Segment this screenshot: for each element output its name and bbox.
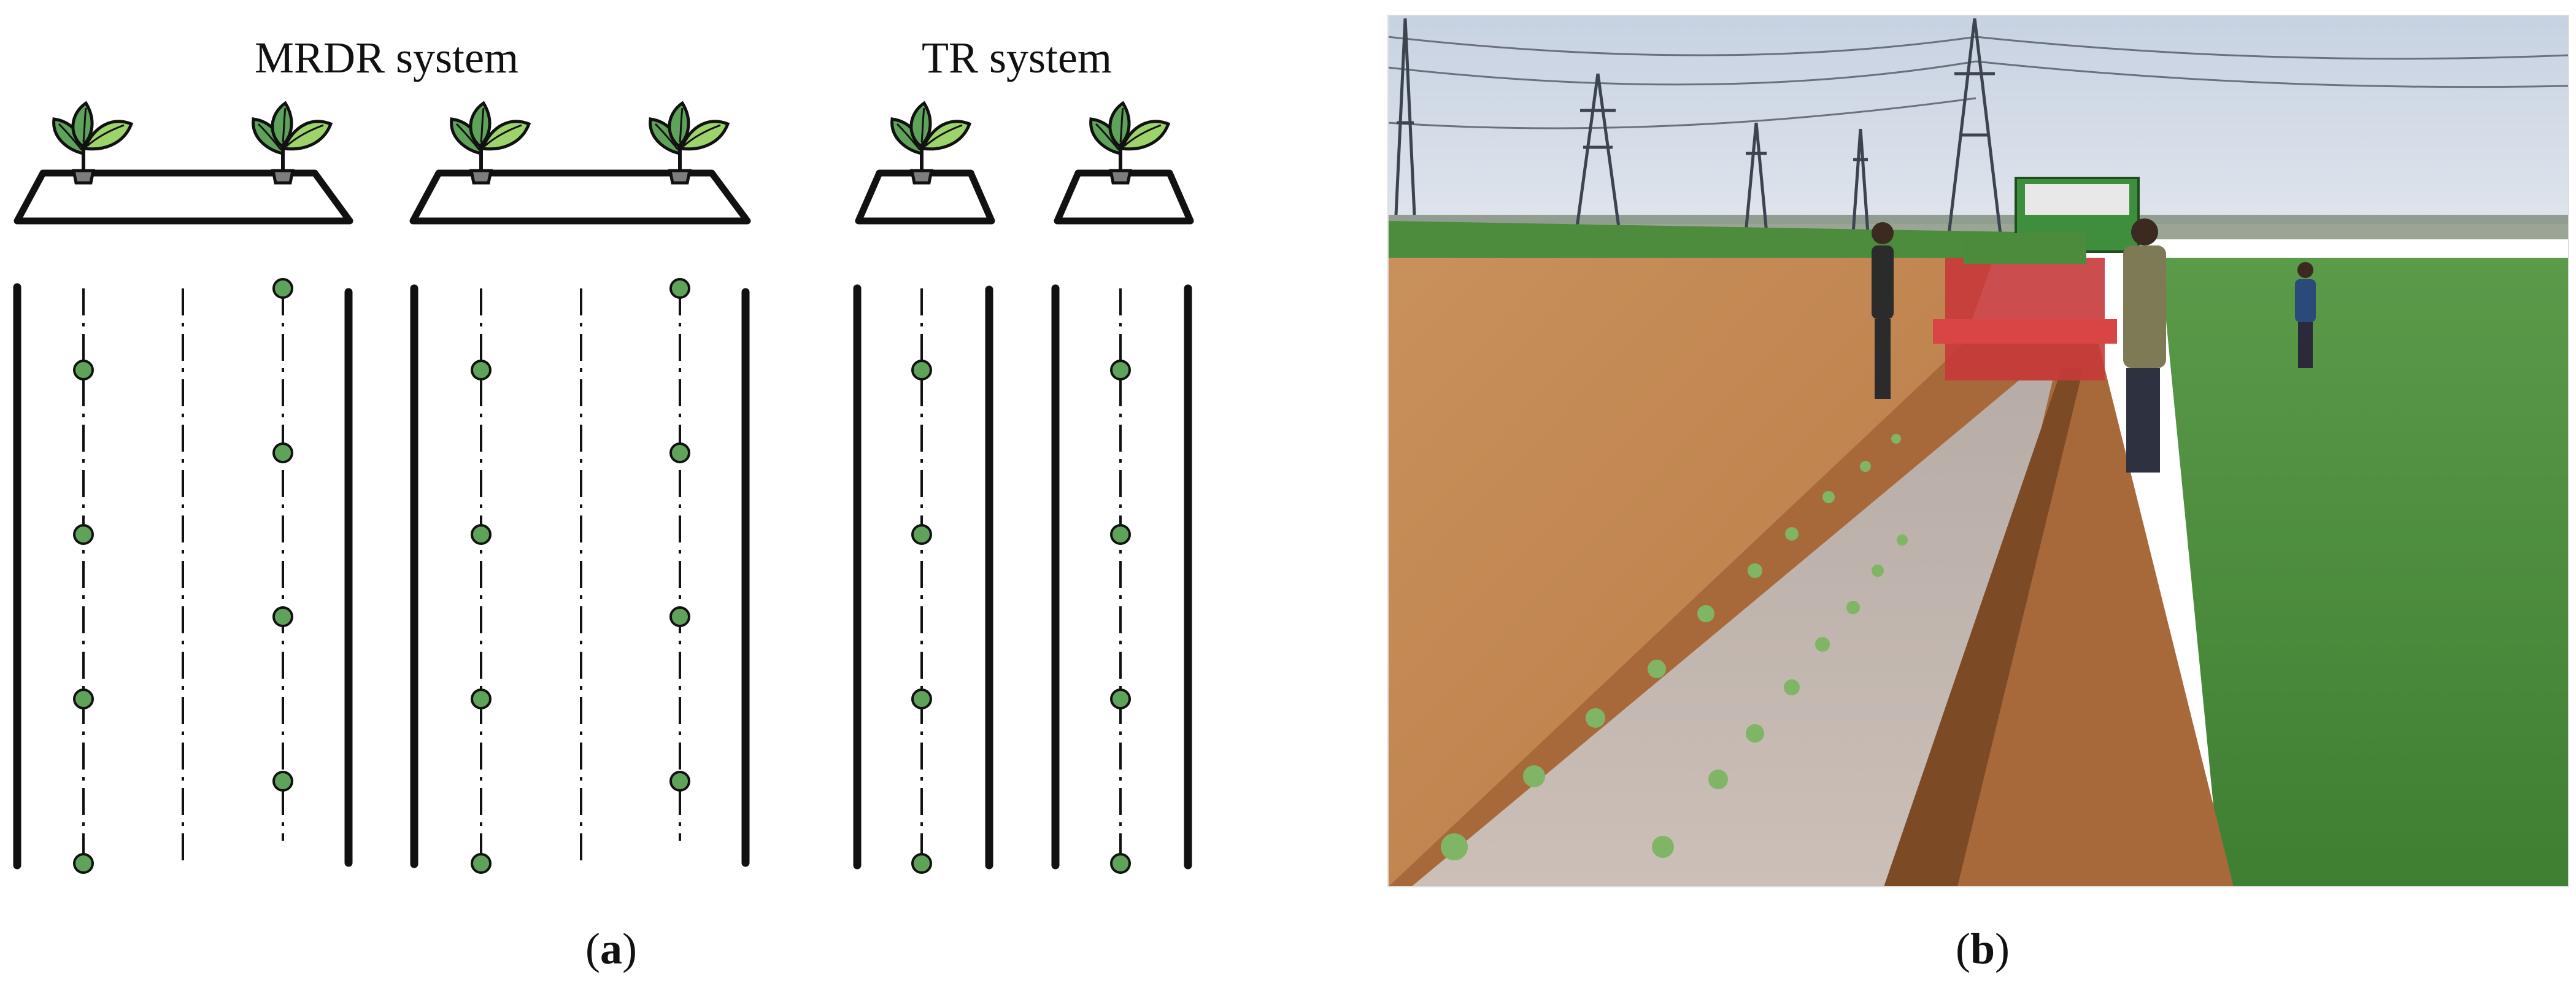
plant-dot: [1110, 689, 1131, 709]
caption-b: (b): [1956, 924, 2010, 973]
row-centerlines: [82, 288, 1122, 865]
tr-bed-1: [855, 169, 995, 225]
furrow: [1884, 368, 2083, 887]
transplanter-machine: [1933, 177, 2140, 380]
plant-dot: [272, 771, 293, 792]
left-field: [1388, 239, 2000, 887]
plant-dot: [669, 606, 690, 627]
plant-dot: [272, 442, 293, 463]
tr-bed-2: [1054, 169, 1194, 225]
plant-dot: [272, 278, 293, 299]
plant-dot: [73, 853, 94, 874]
power-lines: [1388, 36, 2569, 129]
plant-dot: [669, 278, 690, 299]
plant-dot: [911, 524, 932, 545]
plant-dot: [272, 606, 293, 627]
plant-dot: [669, 771, 690, 792]
plant-dot: [911, 853, 932, 874]
tr-system-title: TR system: [922, 33, 1112, 82]
plant-dot: [73, 360, 94, 380]
field-workers: [1872, 218, 2316, 473]
plant-dot: [911, 360, 932, 380]
plant-dot: [73, 689, 94, 709]
power-pylons: [1394, 18, 2003, 240]
transplanted-seedlings: [1441, 434, 1908, 860]
plant-dot: [471, 524, 492, 545]
bed-profiles: [13, 169, 1194, 225]
photo-frame: [1387, 15, 2569, 887]
field-photo: [1387, 15, 2569, 887]
bed-edge-lines: [13, 283, 1192, 870]
plant-dot: [1110, 360, 1131, 380]
plant-dot: [911, 689, 932, 709]
mrdr-system-title: MRDR system: [255, 33, 519, 82]
plant-dot: [1110, 853, 1131, 874]
mulch-film: [1411, 380, 2053, 887]
mrdr-bed-2: [409, 169, 751, 225]
caption-a: (a): [585, 924, 637, 973]
plant-dot: [471, 689, 492, 709]
plant-dot: [471, 853, 492, 874]
plant-dot: [73, 524, 94, 545]
plant-dot: [1110, 524, 1131, 545]
far-wheat: [1388, 221, 2086, 258]
plant-dot: [471, 360, 492, 380]
plant-dots: [73, 278, 1131, 874]
mrdr-bed-1: [13, 169, 353, 225]
wheat-field: [2160, 258, 2569, 887]
plant-dot: [669, 442, 690, 463]
